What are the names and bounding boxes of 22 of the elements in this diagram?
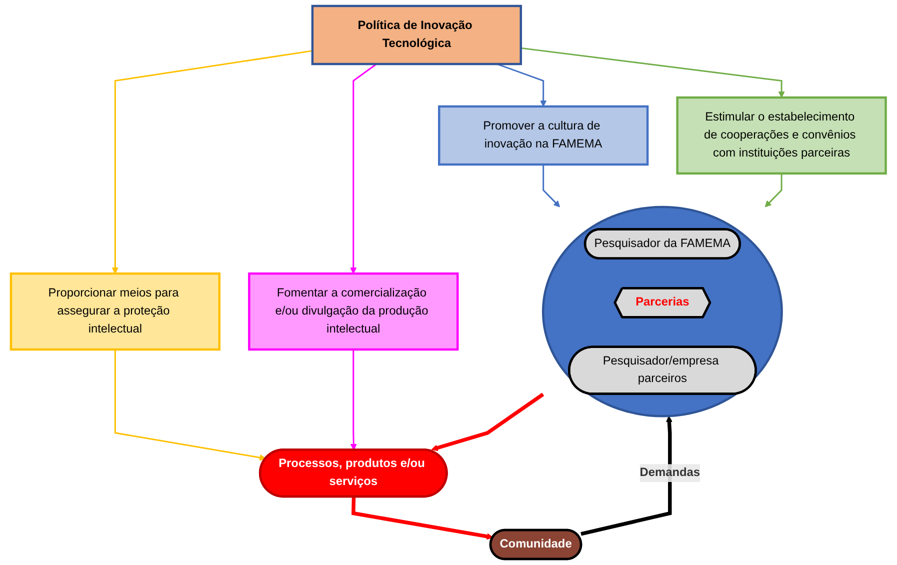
edge-label: Demandas: [640, 464, 700, 482]
arrow: [352, 496, 494, 540]
ellipse-node: Processos, produtos e/ou serviços: [259, 448, 448, 498]
arrow: [542, 164, 560, 208]
arrow: [580, 416, 673, 536]
ellipse-node: Comunidade: [490, 528, 582, 560]
process-box: Promover a cultura de inovação na FAMEMA: [438, 105, 649, 166]
arrow: [764, 173, 782, 208]
process-box: Fomentar a comercialização e/ou divulgação da produção intelectual: [248, 272, 459, 351]
arrow: [431, 392, 544, 452]
arrow: [496, 63, 547, 107]
arrow: [350, 63, 378, 274]
ellipse-node: Pesquisador da FAMEMA: [584, 228, 742, 260]
ellipse-node: Pesquisador/empresa parceiros: [568, 346, 757, 395]
hexagon-node: Parcerias: [614, 286, 712, 318]
process-box: Estimular o estabelecimento de cooperações e convênios com instituições parceiras: [676, 96, 887, 175]
process-box: Proporcionar meios para assegurar a proteção intelectual: [10, 272, 221, 351]
arrow: [112, 50, 313, 274]
process-box: Política de Inovação Tecnológica: [311, 4, 522, 66]
arrow: [114, 350, 266, 461]
arrow: [350, 350, 358, 450]
arrow: [520, 47, 785, 98]
